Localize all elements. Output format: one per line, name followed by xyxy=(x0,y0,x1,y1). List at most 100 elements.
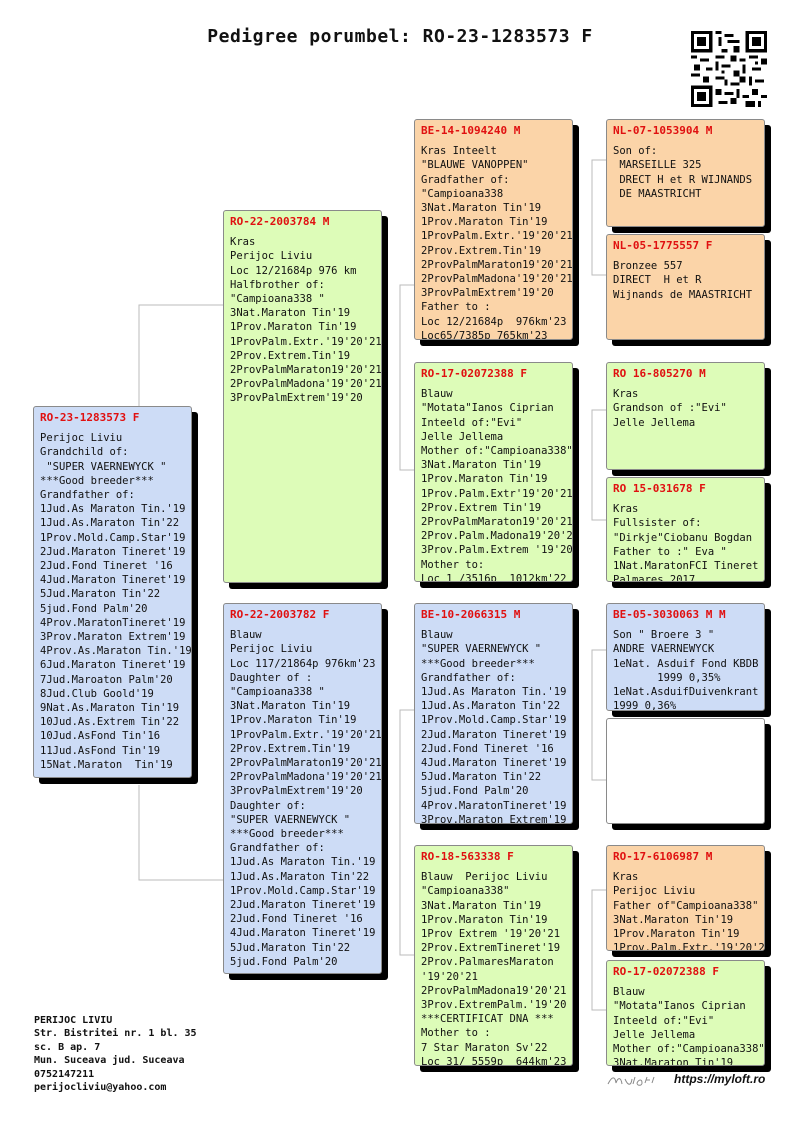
detail-line: 2Jud.Maraton Tineret'19 xyxy=(230,899,376,912)
detail-line: 4Prov.As.Maraton Tin.'19 xyxy=(40,645,192,658)
detail-line: Wijnands de MAASTRICHT xyxy=(613,288,753,301)
pigeon-details: Blauw"SUPER VAERNEWYCK "***Good breeder*… xyxy=(421,628,567,823)
detail-line: 1Jud.As.Maraton Tin'22 xyxy=(230,870,370,883)
dam-sire-card[interactable]: BE-10-2066315 M Blauw"SUPER VAERNEWYCK "… xyxy=(414,603,573,824)
detail-line: 1ProvPalm.Extr.'19'20'21 xyxy=(421,230,573,243)
detail-line: 1Prov.Maraton Tin'19 xyxy=(421,216,548,229)
detail-line: Perijoc Liviu xyxy=(230,643,313,656)
detail-line: Loc 1 /3516p 1012km'22 xyxy=(421,572,567,582)
great-grandparent-1-card[interactable]: NL-07-1053904 M Son of: MARSEILLE 325 DR… xyxy=(606,119,765,227)
detail-line: 1Jud.As.Maraton Tin'22 xyxy=(421,700,561,713)
detail-line: Kras xyxy=(613,871,639,884)
detail-line: Loc 12/21684p 976 km xyxy=(230,264,357,277)
ring-number: NL-05-1775557 F xyxy=(613,239,713,252)
detail-line: 3Prov.ExtremPalm.'19'20 xyxy=(421,999,567,1012)
detail-line: 3Nat.Maraton Tin'19 xyxy=(613,913,734,926)
great-grandparent-8-card[interactable]: RO-17-02072388 F Blauw"Motata"Ianos Cipr… xyxy=(606,960,765,1066)
detail-line: 2Prov.Palm.Madona19'20'21 xyxy=(421,530,573,543)
detail-line: 1Prov.Maraton Tin'19 xyxy=(421,473,548,486)
detail-line: Perijoc Liviu xyxy=(40,432,123,445)
detail-line: Mother of:"Campioana338" xyxy=(421,445,573,458)
detail-line: "SUPER VAERNEWYCK " xyxy=(230,813,351,826)
detail-line: 2Jud.Fond Tineret '16 xyxy=(421,742,554,755)
great-grandparent-5-card[interactable]: BE-05-3030063 M M Son " Broere 3 "ANDRE … xyxy=(606,603,765,711)
detail-line: 2ProvPalmMaraton19'20'21 xyxy=(421,258,573,271)
ring-number: RO-18-563338 F xyxy=(421,850,514,863)
detail-line: "Motata"Ianos Ciprian xyxy=(421,402,554,415)
detail-line: Jelle Jellema xyxy=(613,1028,696,1041)
detail-line: 3Prov.Maraton Extrem'19 xyxy=(40,631,186,644)
detail-line: Daughter of : xyxy=(230,671,313,684)
detail-line: 2Prov.ExtremTineret'19 xyxy=(421,942,561,955)
detail-line: 2ProvPalmMaraton19'20'21 xyxy=(230,757,382,770)
detail-line: 1Jud.As.Maraton Tin'22 xyxy=(40,517,180,530)
detail-line: Father to :" Eva " xyxy=(613,545,727,558)
detail-line: Kras xyxy=(613,503,639,516)
ring-number: BE-14-1094240 M xyxy=(421,124,521,137)
detail-line: 3Nat.Maraton Tin'19 xyxy=(613,1057,734,1066)
detail-line: "SUPER VAERNEWYCK " xyxy=(40,460,167,473)
myloft-signature-logo xyxy=(607,1076,655,1086)
detail-line: DE MAASTRICHT xyxy=(613,187,702,200)
detail-line: "Campioana338 " xyxy=(230,293,325,306)
detail-line: Perijoc Liviu xyxy=(613,885,696,898)
detail-line: Perijoc Liviu xyxy=(230,250,313,263)
detail-line: Gradfather of: xyxy=(421,173,510,186)
detail-line: "Campioana338" xyxy=(421,885,510,898)
detail-line: 3Nat.Maraton Tin'19 xyxy=(230,700,351,713)
detail-line: Bronzee 557 xyxy=(613,260,683,273)
website-link[interactable]: https://myloft.ro xyxy=(674,1072,766,1086)
pigeon-details: Son of: MARSEILLE 325 DRECT H et R WIJNA… xyxy=(613,144,759,201)
detail-line: 2Prov.Extrem.Tin'19 xyxy=(230,349,351,362)
detail-line: Kras xyxy=(613,388,639,401)
ring-number: RO 16-805270 M xyxy=(613,367,706,380)
detail-line: ***Good breeder*** xyxy=(40,474,154,487)
detail-line: Blauw xyxy=(613,986,645,999)
detail-line: 2Prov.PalmaresMaraton xyxy=(421,956,554,969)
detail-line: 8Jud.Club Goold'19 xyxy=(40,687,154,700)
ring-number: RO-23-1283573 F xyxy=(40,411,140,424)
detail-line: Loc 117/21864p 976km'23 xyxy=(230,657,376,670)
detail-line: Grandchild of: xyxy=(40,446,129,459)
detail-line: 1Jud.As Maraton Tin.'19 xyxy=(421,686,567,699)
pigeon-details: Blauw Perijoc Liviu"Campioana338"3Nat.Ma… xyxy=(421,870,567,1066)
detail-line: Loc65/7385p 765km'23 xyxy=(421,329,548,340)
detail-line: 3Nat.Maraton Tin'19 xyxy=(421,459,542,472)
sire-dam-card[interactable]: RO-17-02072388 F Blauw"Motata"Ianos Cipr… xyxy=(414,362,573,582)
detail-line: 3ProvPalmExtrem'19'20 xyxy=(230,785,363,798)
detail-line: Fullsister of: xyxy=(613,517,702,530)
detail-line: 1999 0,35% xyxy=(613,671,721,684)
detail-line: Kras Inteelt xyxy=(421,145,497,158)
detail-line: "Dirkje"Ciobanu Bogdan xyxy=(613,531,753,544)
detail-line: Str. Bistritei nr. 1 bl. 35 xyxy=(34,1028,197,1040)
detail-line: 3ProvPalmExtrem'19'20 xyxy=(421,287,554,300)
detail-line: 11Jud.AsFond Tin'19 xyxy=(40,744,161,757)
detail-line: 3Nat.Maraton Tin'19 xyxy=(421,202,542,215)
detail-line: 1Prov.Mold.Camp.Star'19 xyxy=(230,884,376,897)
detail-line: Father to : xyxy=(421,301,491,314)
detail-line: 2ProvPalmMadona19'20'21 xyxy=(421,984,567,997)
ring-number: RO-22-2003784 M xyxy=(230,215,330,228)
great-grandparent-6-card-empty[interactable] xyxy=(606,718,765,824)
detail-line: 2Jud.Fond Tineret '16 xyxy=(230,913,363,926)
dam-dam-card[interactable]: RO-18-563338 F Blauw Perijoc Liviu"Campi… xyxy=(414,845,573,1066)
detail-line: Mother of:"Campioana338" xyxy=(613,1043,765,1056)
sire-sire-card[interactable]: BE-14-1094240 M Kras Inteelt"BLAUWE VANO… xyxy=(414,119,573,340)
ring-number: RO-17-02072388 F xyxy=(421,367,527,380)
detail-line: Loc 31/ 5559p 644km'23 xyxy=(421,1055,567,1066)
detail-line: 1Prov.Maraton Tin'19 xyxy=(613,928,740,941)
detail-line: 2Prov.Extrem.Tin'19 xyxy=(230,742,351,755)
detail-line: 10Jud.AsFond Tin'16 xyxy=(40,730,161,743)
